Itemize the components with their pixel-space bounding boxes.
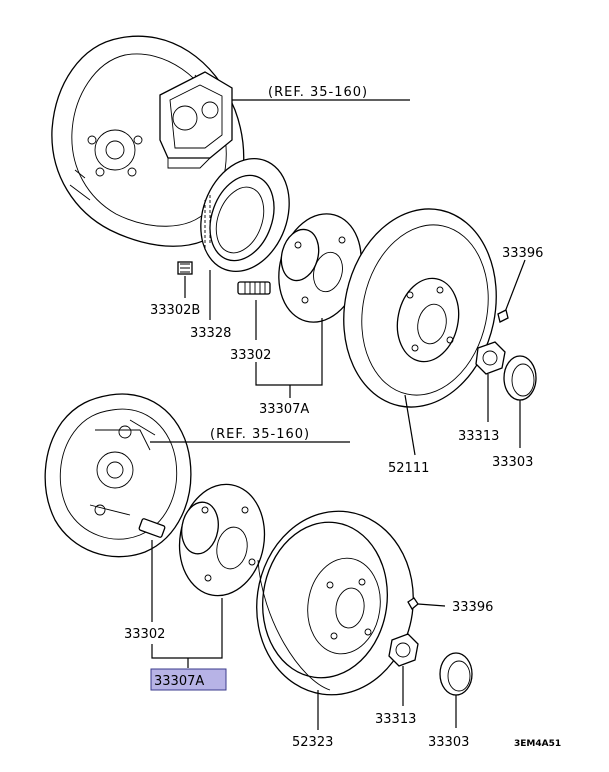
label-33328[interactable]: 33328: [190, 326, 231, 341]
label-33303-upper[interactable]: 33303: [492, 455, 533, 470]
bracket-33307a-upper: [255, 318, 323, 386]
label-33307a-upper[interactable]: 33307A: [259, 402, 309, 417]
hub-cap-33303-upper: [503, 355, 537, 448]
hub-nut-33313-upper: [475, 341, 506, 422]
label-33302-upper[interactable]: 33302: [230, 348, 271, 363]
label-52111[interactable]: 52111: [388, 461, 429, 476]
label-33302-lower[interactable]: 33302: [124, 627, 165, 642]
ref-label-upper: (REF. 35-160): [268, 85, 368, 100]
ref-label-lower: (REF. 35-160): [210, 427, 310, 442]
screw-33396-lower: [407, 597, 446, 610]
abs-rotor-ring: [200, 157, 290, 273]
label-33313-lower[interactable]: 33313: [375, 712, 416, 727]
hub-nut-33313-lower: [388, 633, 419, 706]
leader-33302-lower: [151, 598, 223, 659]
label-33302b[interactable]: 33302B: [150, 303, 200, 318]
highlight-box: [150, 668, 227, 691]
brake-drum-52323: [256, 510, 414, 696]
diagram-code: 3EM4A51: [514, 739, 561, 749]
backing-plate-lower: [44, 393, 192, 558]
wheel-hub-upper: [278, 213, 362, 323]
brake-caliper-upper: [159, 71, 233, 169]
hub-cap-33303-lower: [439, 652, 473, 728]
label-33396-upper[interactable]: 33396: [502, 246, 543, 261]
label-33303-lower[interactable]: 33303: [428, 735, 469, 750]
stud-bolt-33302b: [177, 261, 193, 298]
label-33396-lower[interactable]: 33396: [452, 600, 493, 615]
brake-disc-52111: [343, 208, 497, 408]
label-33313-upper[interactable]: 33313: [458, 429, 499, 444]
label-52323[interactable]: 52323: [292, 735, 333, 750]
stud-bolt-lower: [138, 518, 166, 622]
leader-52111: [404, 394, 416, 456]
stud-bolt-upper: [237, 281, 271, 295]
screw-33396-upper: [497, 259, 526, 323]
wheel-hub-lower: [178, 483, 266, 597]
label-33307a-lower[interactable]: 33307A: [154, 674, 204, 689]
